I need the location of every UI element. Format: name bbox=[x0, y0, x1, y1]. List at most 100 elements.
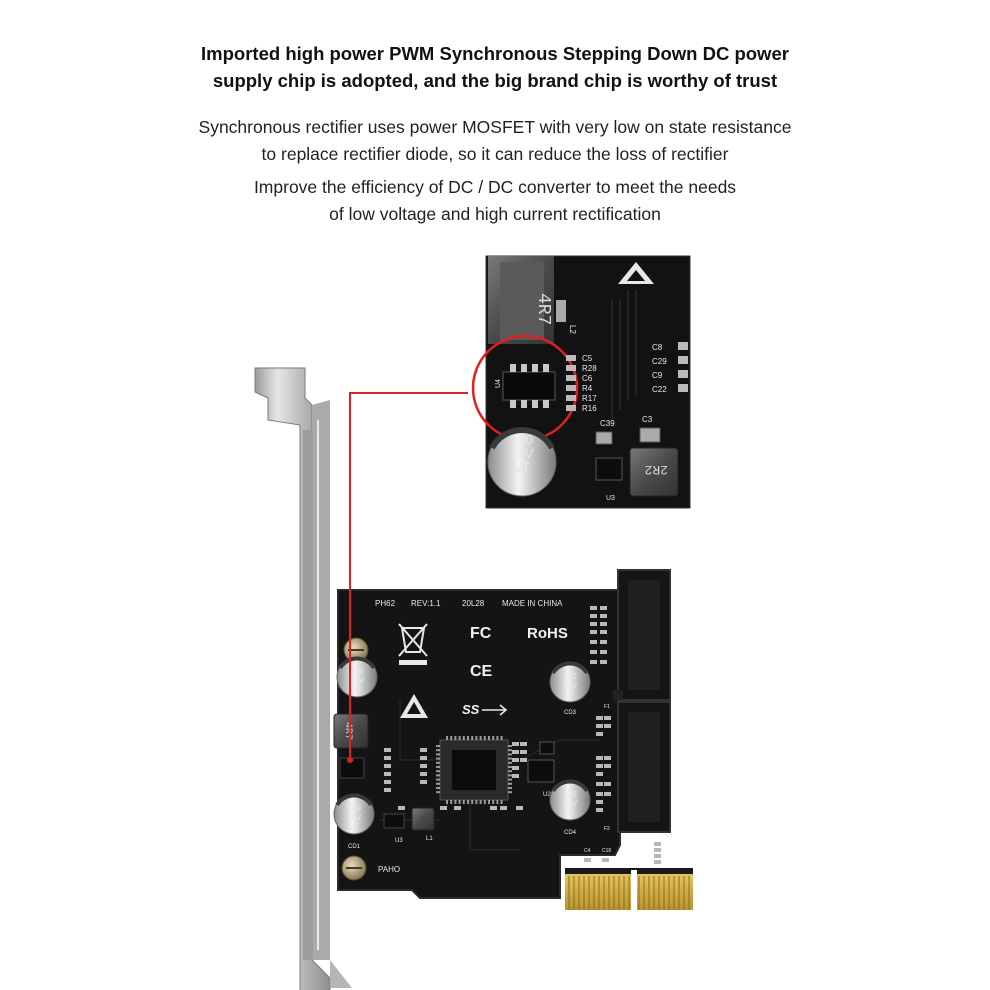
zoom-chip-pin bbox=[510, 400, 516, 408]
chip-pin bbox=[508, 749, 512, 752]
smd-passive bbox=[384, 772, 391, 776]
zoom-inductor-l1: 2R2 bbox=[629, 447, 679, 497]
usb-header-top bbox=[613, 569, 671, 701]
smd-passive bbox=[398, 806, 405, 810]
smd-passive bbox=[420, 780, 427, 784]
chip-pin bbox=[450, 800, 453, 804]
chip-pin bbox=[479, 800, 482, 804]
chip-pin bbox=[500, 736, 503, 740]
smd-passive bbox=[604, 764, 611, 768]
zoom-ref-u4: U4 bbox=[495, 379, 502, 388]
chip-pin bbox=[436, 782, 440, 785]
smd-passive bbox=[384, 788, 391, 792]
callout-line bbox=[347, 392, 468, 763]
chip-pin bbox=[436, 757, 440, 760]
ref-u2: U2 bbox=[543, 792, 551, 798]
chip-pin bbox=[471, 736, 474, 740]
passive-components bbox=[384, 606, 661, 864]
ic-u2: U2 bbox=[527, 759, 555, 798]
zoom-inductor-l2: 4R7 L2 bbox=[488, 256, 577, 344]
smd-passive bbox=[512, 774, 519, 778]
gold-fingers bbox=[565, 868, 693, 912]
smd-passive bbox=[596, 756, 603, 760]
chip-pin bbox=[508, 753, 512, 756]
ref-u3: U3 bbox=[395, 838, 403, 844]
chip-pin bbox=[462, 800, 465, 804]
zoom-pwm-chip: U4 bbox=[495, 364, 556, 408]
chip-pin bbox=[508, 782, 512, 785]
smd-passive bbox=[590, 660, 597, 664]
smd-passive bbox=[590, 650, 597, 654]
cap-cd1-line-2: 16V bbox=[350, 676, 365, 685]
smd-passive bbox=[604, 756, 611, 760]
paragraph-rectifier-line-1: Synchronous rectifier uses power MOSFET … bbox=[198, 117, 792, 137]
cap-cd3-line-3: VT bbox=[565, 690, 575, 699]
zoom-cap-line-2: 16V bbox=[510, 446, 533, 461]
chip-pin bbox=[454, 800, 457, 804]
smd-passive bbox=[590, 630, 597, 634]
zoom-ref-label: R16 bbox=[582, 404, 597, 413]
chip-pin bbox=[488, 736, 490, 740]
chip-pin bbox=[508, 745, 512, 747]
zoom-cap-line-1: 100 bbox=[511, 432, 533, 447]
ref-c4: C4 bbox=[584, 848, 591, 854]
paragraph-rectifier-line-2: to replace rectifier diode, so it can re… bbox=[261, 144, 729, 164]
smd-passive bbox=[604, 716, 611, 720]
smd-passive bbox=[420, 764, 427, 768]
zoom-esd-icon bbox=[618, 262, 654, 284]
cap-cd3-line-2: 16V bbox=[563, 681, 578, 690]
zoom-ref-label: R28 bbox=[582, 364, 597, 373]
zoom-passive bbox=[678, 356, 688, 364]
chip-pin bbox=[508, 766, 512, 768]
cap-cd4-line-3: VT bbox=[565, 808, 575, 817]
cap-lower-line-3: VT bbox=[349, 822, 359, 831]
zoom-passive-c3 bbox=[639, 427, 661, 443]
smd-passive bbox=[654, 842, 661, 846]
board-origin: MADE IN CHINA bbox=[502, 599, 563, 608]
smd-passive bbox=[596, 772, 603, 776]
zoom-passive-c39 bbox=[595, 431, 613, 445]
chip-pin bbox=[475, 800, 478, 804]
cap-cd4-line-1: 100 bbox=[563, 790, 577, 799]
smd-passive bbox=[384, 780, 391, 784]
smd-passive bbox=[500, 806, 507, 810]
capacitor-cd1: 100 16V VT bbox=[336, 656, 378, 698]
chip-pin bbox=[508, 761, 512, 764]
chip-pin bbox=[446, 736, 448, 740]
weee-bin-icon bbox=[398, 623, 428, 665]
zoom-ref-label-right: C8 bbox=[652, 343, 663, 352]
chip-pin bbox=[479, 736, 482, 740]
smd-passive bbox=[604, 724, 611, 728]
inductor-l2-label: 4R7 bbox=[342, 722, 353, 740]
chip-pin bbox=[496, 800, 499, 804]
smd-passive bbox=[420, 748, 427, 752]
zoom-ref-label-right: C9 bbox=[652, 371, 663, 380]
chip-pin bbox=[508, 787, 512, 789]
zoom-ref-label-right: C29 bbox=[652, 357, 667, 366]
zoom-chip-pin bbox=[543, 364, 549, 372]
chip-pin bbox=[508, 770, 512, 773]
smd-passive bbox=[384, 756, 391, 760]
smd-passive bbox=[584, 858, 591, 862]
smd-passive bbox=[490, 806, 497, 810]
zoom-passive bbox=[678, 342, 688, 350]
smd-passive bbox=[602, 858, 609, 862]
smd-passive bbox=[516, 806, 523, 810]
smd-passive bbox=[600, 650, 607, 654]
zoom-ic-u3: U3 bbox=[595, 457, 623, 502]
chip-pin bbox=[446, 800, 448, 804]
zoom-passive bbox=[566, 405, 576, 411]
capacitor-cd1-lower: 100 16V VT CD1 bbox=[333, 793, 375, 850]
smd-passive bbox=[512, 758, 519, 762]
chip-pin bbox=[436, 778, 440, 781]
zoom-ref-label: C5 bbox=[582, 354, 593, 363]
cap-cd3-line-1: 100 bbox=[563, 672, 577, 681]
smd-passive bbox=[654, 860, 661, 864]
paragraph-rectifier: Synchronous rectifier uses power MOSFET … bbox=[0, 114, 990, 168]
chip-pin bbox=[467, 800, 469, 804]
smd-passive bbox=[590, 606, 597, 610]
screw-bottom bbox=[341, 855, 367, 881]
usb-superspeed-logo: SS bbox=[462, 702, 508, 717]
cap-lower-line-2: 16V bbox=[347, 813, 362, 822]
